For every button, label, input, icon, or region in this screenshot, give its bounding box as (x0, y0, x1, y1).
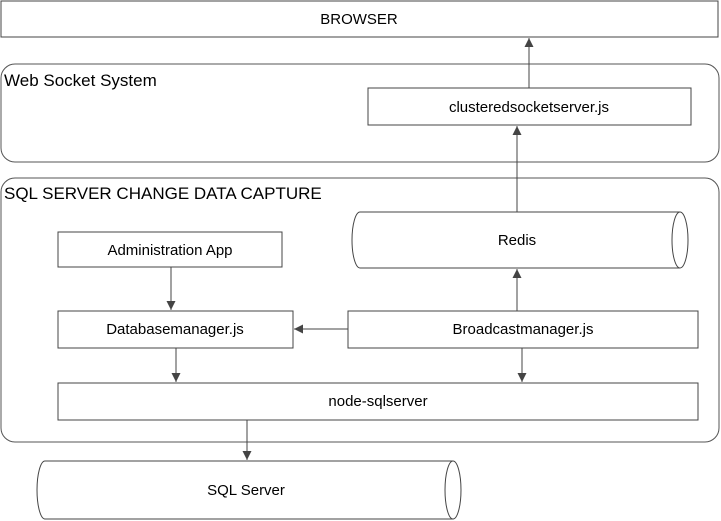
redis-cylinder: Redis (351, 211, 689, 269)
redis-label: Redis (498, 232, 536, 249)
clusteredsocketserver-box: clusteredsocketserver.js (367, 87, 692, 126)
node-sqlserver-label: node-sqlserver (328, 393, 427, 410)
administration-app-box: Administration App (57, 231, 283, 268)
databasemanager-box: Databasemanager.js (57, 310, 294, 349)
clusteredsocketserver-label: clusteredsocketserver.js (449, 99, 609, 116)
administration-app-label: Administration App (107, 242, 232, 259)
cdc-title: SQL SERVER CHANGE DATA CAPTURE (4, 184, 322, 203)
web-socket-system-title: Web Socket System (4, 71, 157, 90)
databasemanager-label: Databasemanager.js (106, 321, 244, 338)
browser-label: BROWSER (320, 11, 398, 28)
node-sqlserver-box: node-sqlserver (57, 382, 699, 421)
sql-server-cylinder: SQL Server (36, 460, 462, 520)
browser-box: BROWSER (0, 0, 719, 38)
broadcastmanager-label: Broadcastmanager.js (453, 321, 594, 338)
sql-server-label: SQL Server (207, 482, 285, 499)
broadcastmanager-box: Broadcastmanager.js (347, 310, 699, 349)
